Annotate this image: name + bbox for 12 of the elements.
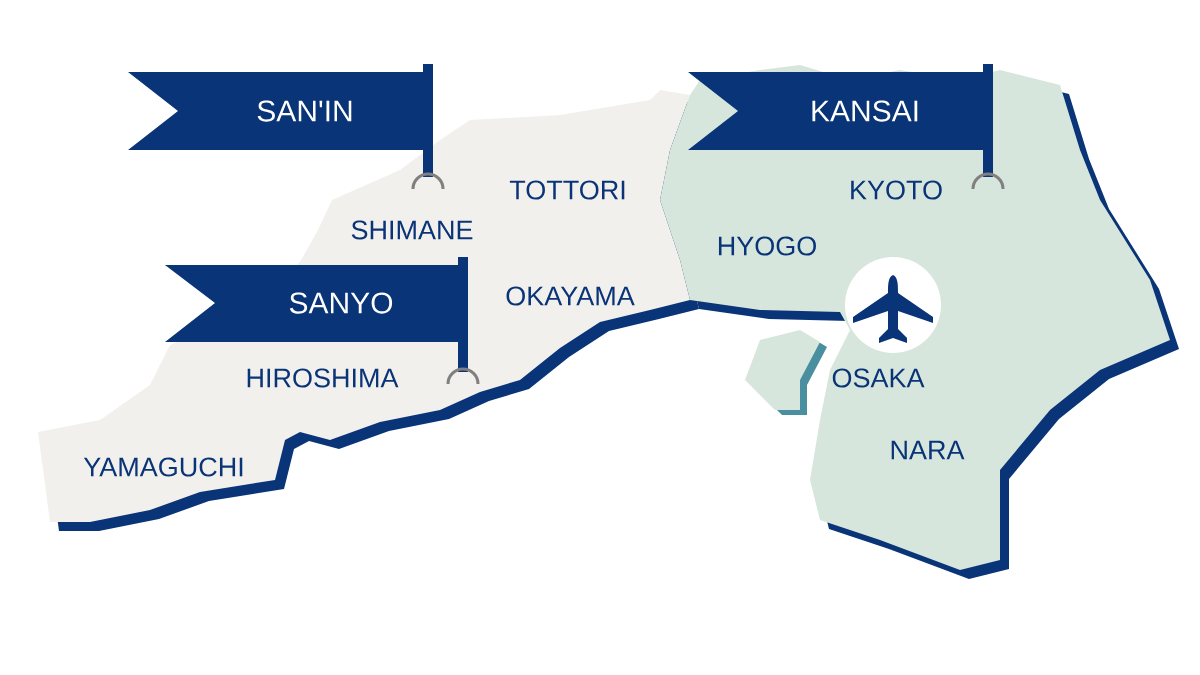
region-label: TOTTORI: [509, 180, 625, 200]
node-label: SAN'IN: [257, 100, 352, 122]
region-label: OSAKA: [832, 368, 925, 388]
region-label: OKAYAMA: [506, 286, 635, 306]
region-label: HYOGO: [718, 236, 816, 256]
node-label: KANSAI: [812, 100, 918, 122]
region-label: YAMAGUCHI: [83, 457, 243, 477]
region-label: SHIMANE: [351, 220, 473, 240]
region-label: HIROSHIMA: [247, 368, 399, 388]
node-label: SANYO: [289, 292, 393, 314]
region-label: KYOTO: [851, 180, 942, 200]
region-label: NARA: [891, 440, 965, 460]
